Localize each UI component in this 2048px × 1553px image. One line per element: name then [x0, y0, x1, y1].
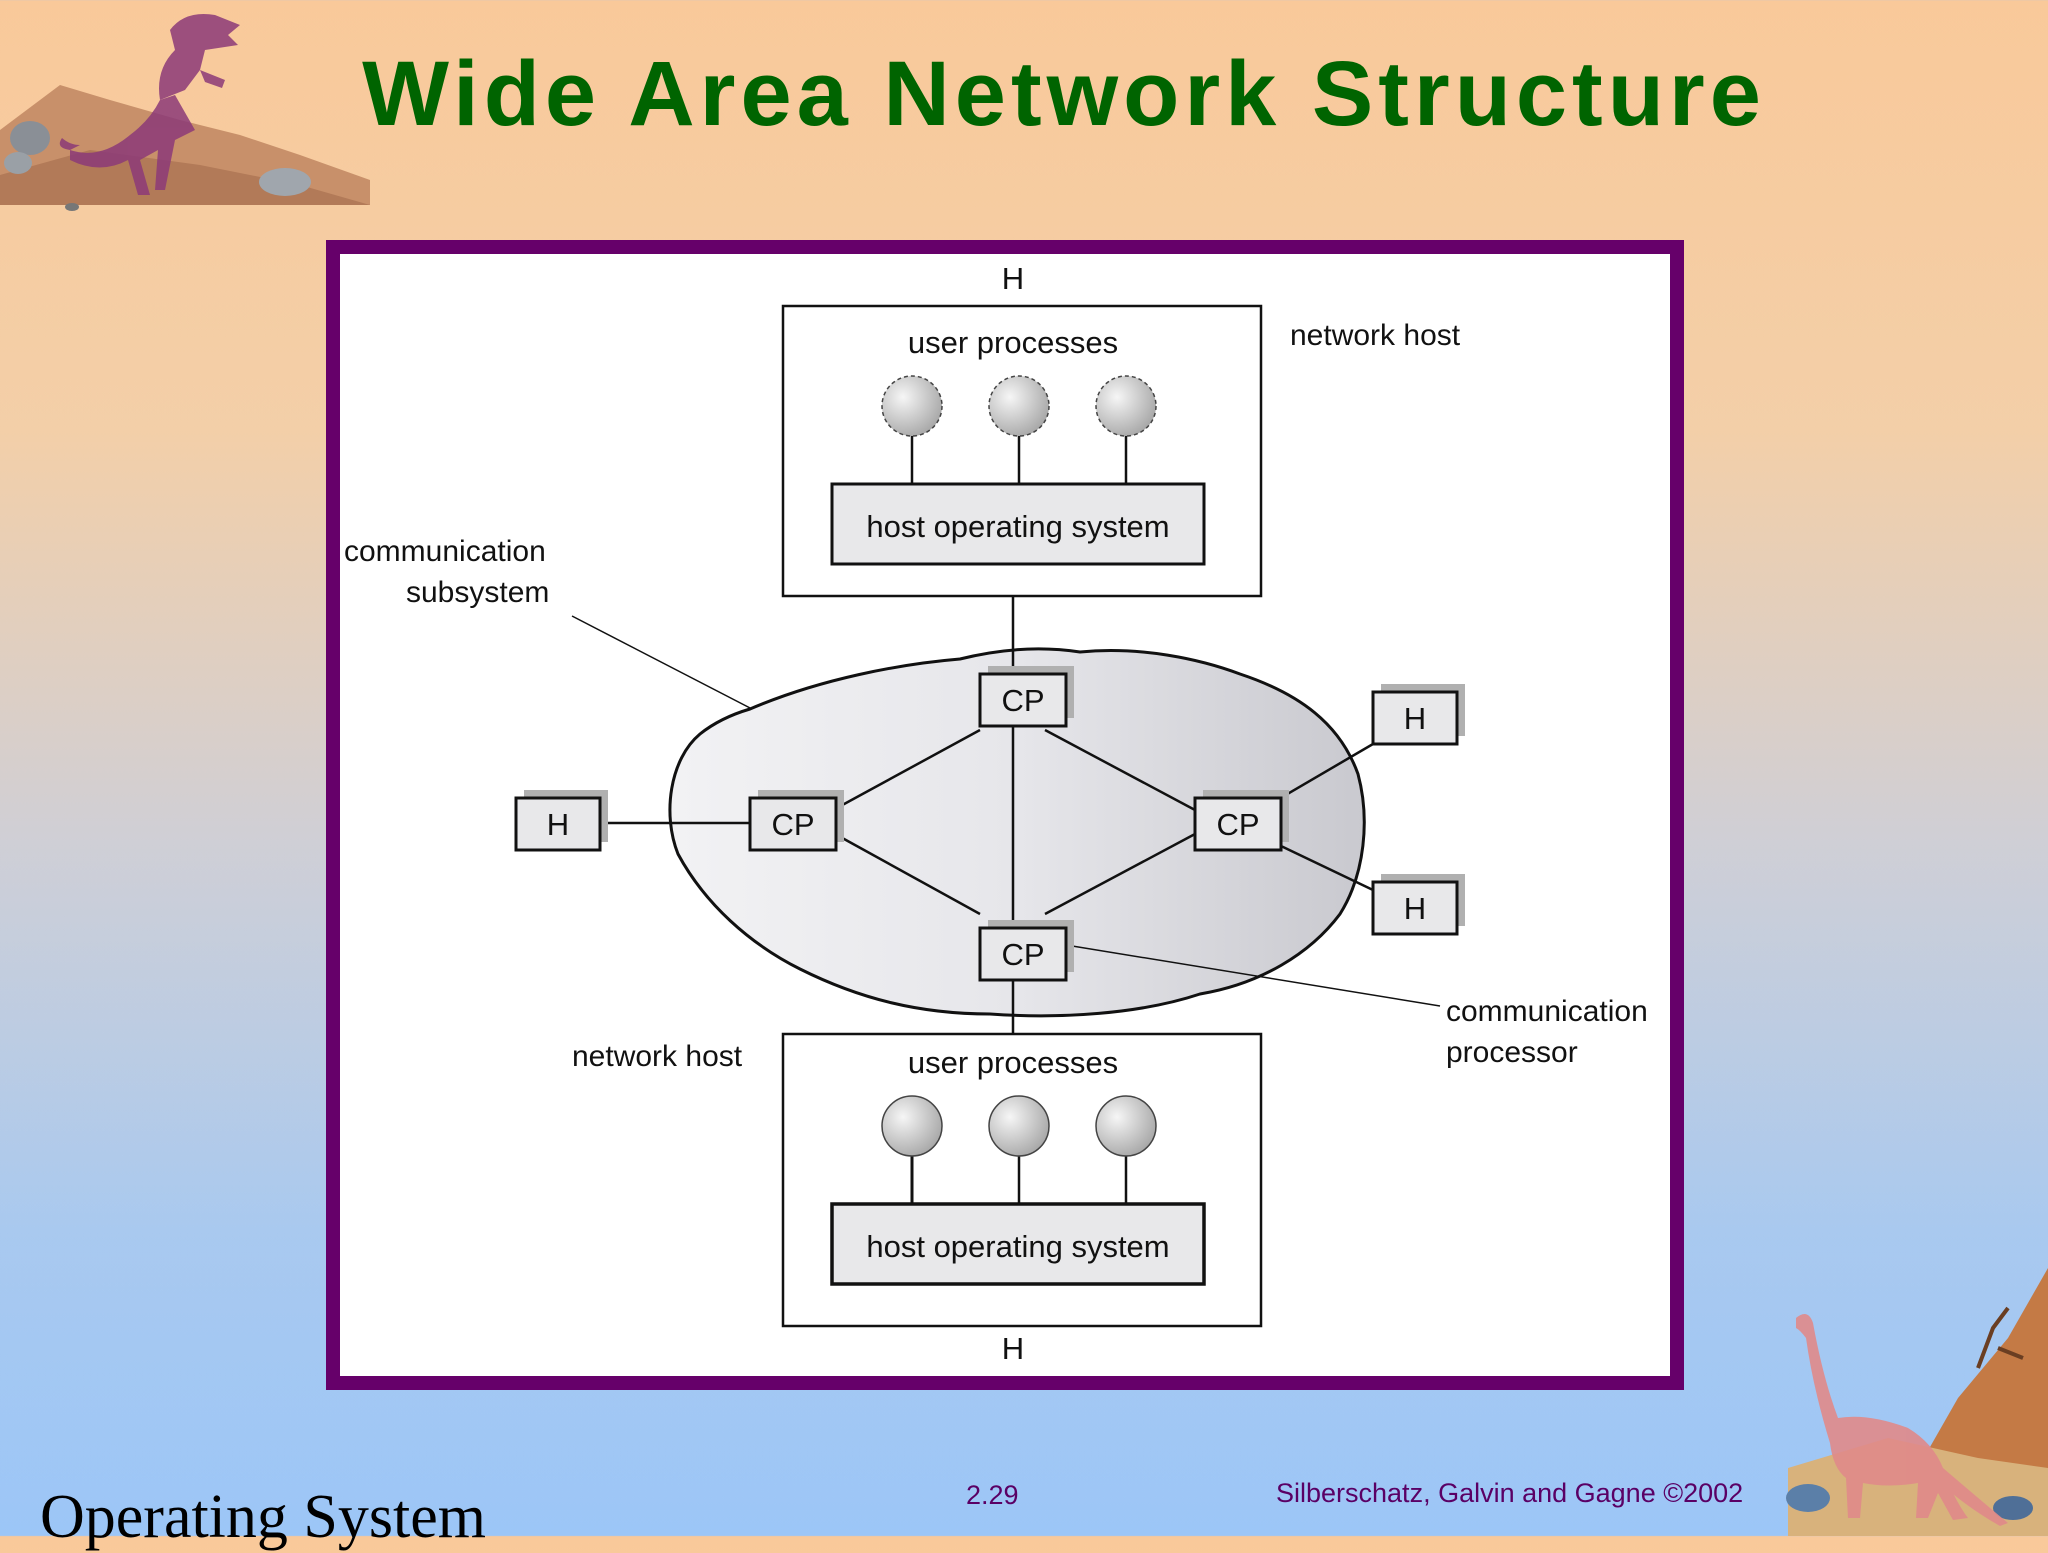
- host-node-left: H: [514, 790, 608, 852]
- process-circle: [1095, 1095, 1157, 1157]
- comm-processor-label-2: processor: [1446, 1036, 1578, 1069]
- comm-processor-label-1: communication: [1446, 995, 1648, 1028]
- host-top-label: H: [1002, 261, 1024, 296]
- user-processes-top-label: user processes: [908, 325, 1118, 360]
- comm-subsystem-label-2: subsystem: [406, 576, 549, 609]
- cp-top-label: CP: [1001, 683, 1044, 718]
- network-host-top-label: network host: [1290, 319, 1461, 352]
- cp-node-left: CP: [748, 790, 844, 852]
- footer-credit: Silberschatz, Galvin and Gagne ©2002: [1276, 1478, 1744, 1508]
- cp-node-bottom: CP: [978, 920, 1074, 982]
- communication-subsystem-cloud: [668, 647, 1366, 1018]
- wan-diagram: H user processes network host host opera…: [344, 261, 1648, 1366]
- network-host-bottom-label: network host: [572, 1040, 743, 1073]
- host-os-bottom-label: host operating system: [866, 1229, 1169, 1264]
- user-processes-bottom-label: user processes: [908, 1045, 1118, 1080]
- host-right-upper-label: H: [1404, 701, 1426, 736]
- host-bottom-label: H: [1002, 1331, 1024, 1366]
- diagram-frame: H user processes network host host opera…: [326, 240, 1684, 1390]
- host-left-label: H: [547, 807, 569, 842]
- host-node-right-lower: H: [1371, 874, 1465, 936]
- cp-node-right: CP: [1193, 790, 1289, 852]
- host-node-right-upper: H: [1371, 684, 1465, 746]
- host-right-lower-label: H: [1404, 891, 1426, 926]
- host-os-top-box: [830, 482, 1206, 566]
- host-os-top-label: host operating system: [866, 509, 1169, 544]
- host-os-bottom-box: [830, 1202, 1206, 1286]
- cp-bottom-label: CP: [1001, 937, 1044, 972]
- footer-course-title: Operating System: [40, 1483, 486, 1551]
- process-circle: [1095, 375, 1157, 437]
- process-circle: [881, 375, 943, 437]
- page-number: 2.29: [966, 1480, 1019, 1510]
- process-circle: [881, 1095, 943, 1157]
- cp-node-top: CP: [978, 666, 1074, 728]
- brontosaurus-dinosaur-icon: [1786, 1268, 2048, 1536]
- process-circle: [988, 375, 1050, 437]
- cp-right-label: CP: [1216, 807, 1259, 842]
- cp-left-label: CP: [771, 807, 814, 842]
- comm-subsystem-label-1: communication: [344, 535, 546, 568]
- t-rex-dinosaur-icon: [0, 14, 370, 211]
- process-circle: [988, 1095, 1050, 1157]
- slide-title: Wide Area Network Structure: [362, 43, 1766, 145]
